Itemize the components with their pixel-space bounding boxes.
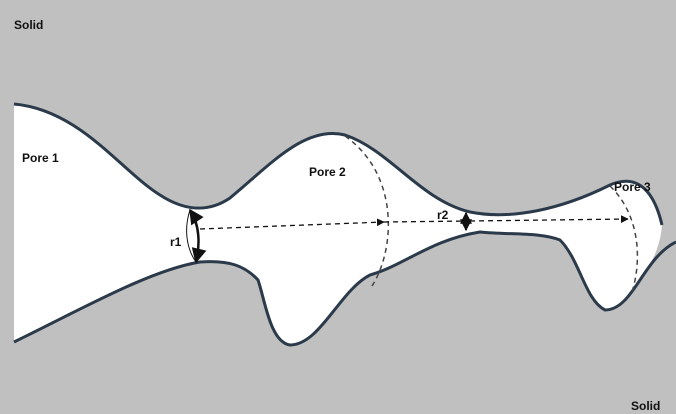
upper-pore-wall (13, 102, 664, 226)
throat-r1-arc (186, 209, 197, 263)
label-r2: r2 (437, 208, 449, 222)
label-solid-top: Solid (14, 18, 43, 32)
flow-arrow-1 (199, 218, 385, 230)
pore-space (14, 104, 662, 345)
throat-r1-arrow (188, 208, 207, 264)
pore-3-section-line (609, 185, 639, 293)
pore-2-section-line (344, 135, 390, 287)
label-pore-3: Pore 3 (614, 180, 651, 194)
label-pore-2: Pore 2 (309, 165, 346, 179)
label-r1: r1 (170, 235, 182, 249)
label-solid-bottom: Solid (631, 399, 660, 413)
label-pore-1: Pore 1 (22, 151, 59, 165)
